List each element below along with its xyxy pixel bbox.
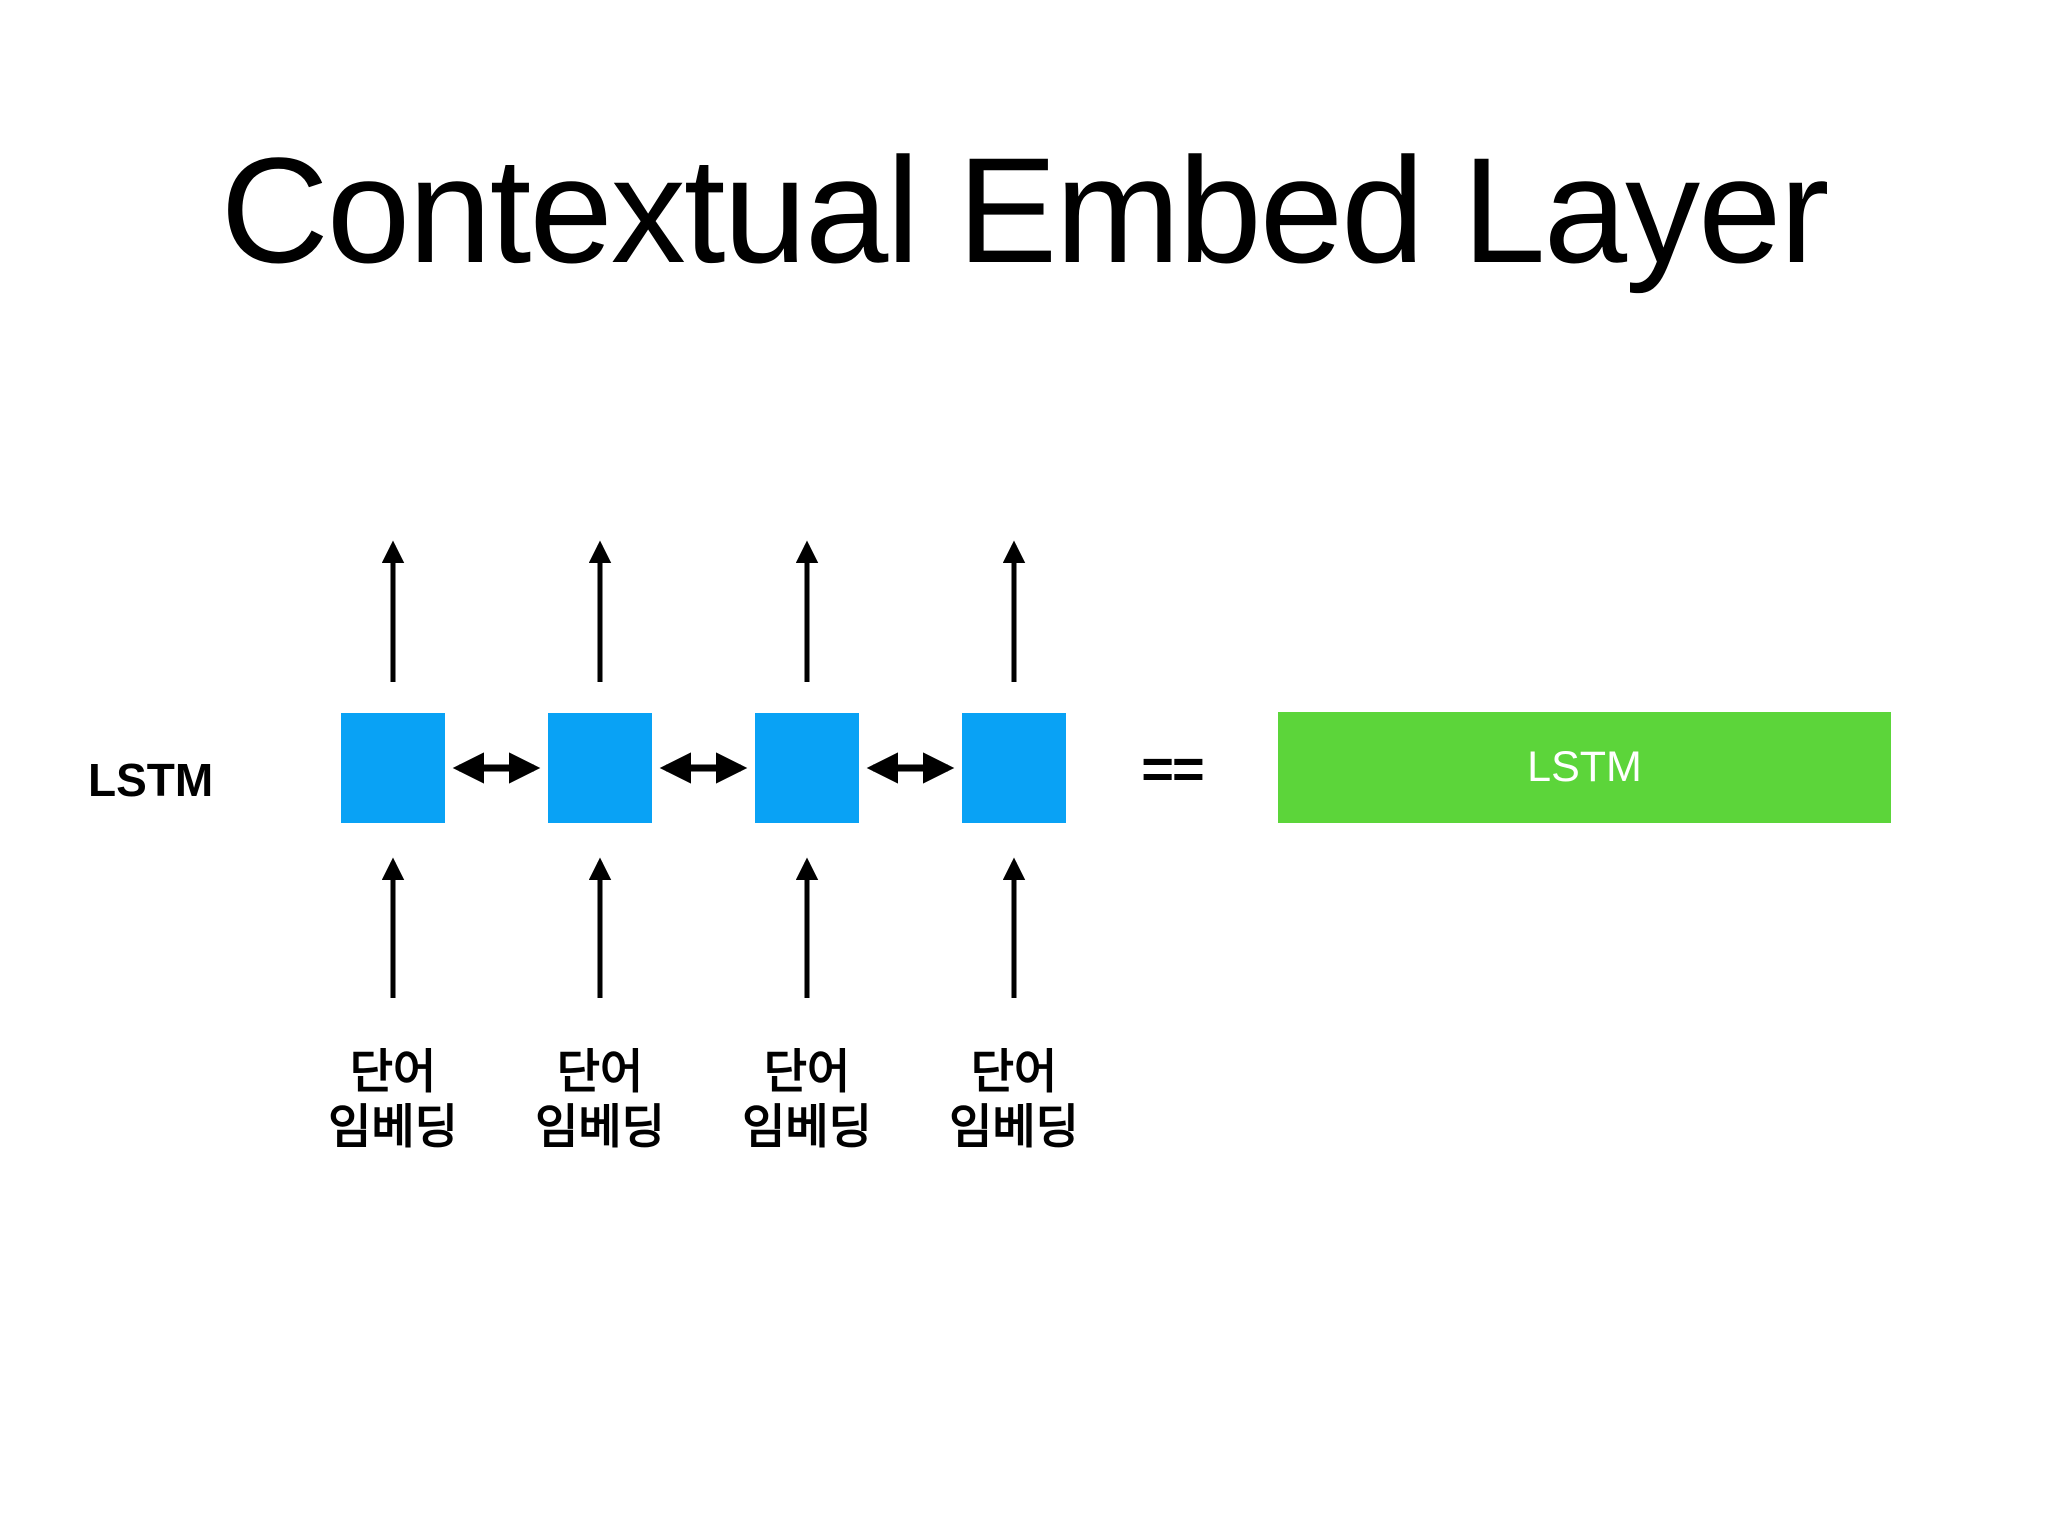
word-embedding-label-1-line-1: 단어 <box>349 1045 437 1098</box>
lstm-layer-box-label: LSTM <box>1527 743 1642 791</box>
lstm-cell-4 <box>962 713 1066 823</box>
word-embedding-label-3: 단어 임베딩 <box>697 1044 917 1154</box>
word-embedding-label-3-line-2: 임베딩 <box>742 1100 872 1153</box>
lstm-cell-1 <box>341 713 445 823</box>
word-embedding-label-3-line-1: 단어 <box>763 1045 851 1098</box>
word-embedding-label-2-line-1: 단어 <box>556 1045 644 1098</box>
word-embedding-label-4: 단어 임베딩 <box>904 1044 1124 1154</box>
lstm-cell-3 <box>755 713 859 823</box>
lstm-cell-2 <box>548 713 652 823</box>
word-embedding-label-2-line-2: 임베딩 <box>535 1100 665 1153</box>
word-embedding-label-1: 단어 임베딩 <box>283 1044 503 1154</box>
word-embedding-label-4-line-2: 임베딩 <box>949 1100 1079 1153</box>
lstm-layer-box <box>1278 712 1891 823</box>
word-embedding-label-2: 단어 임베딩 <box>490 1044 710 1154</box>
page-title: Contextual Embed Layer <box>220 126 1830 294</box>
lstm-row-label: LSTM <box>88 754 214 806</box>
word-embedding-label-4-line-1: 단어 <box>970 1045 1058 1098</box>
word-embedding-label-1-line-2: 임베딩 <box>328 1100 458 1153</box>
equals-sign: == <box>1141 737 1204 800</box>
